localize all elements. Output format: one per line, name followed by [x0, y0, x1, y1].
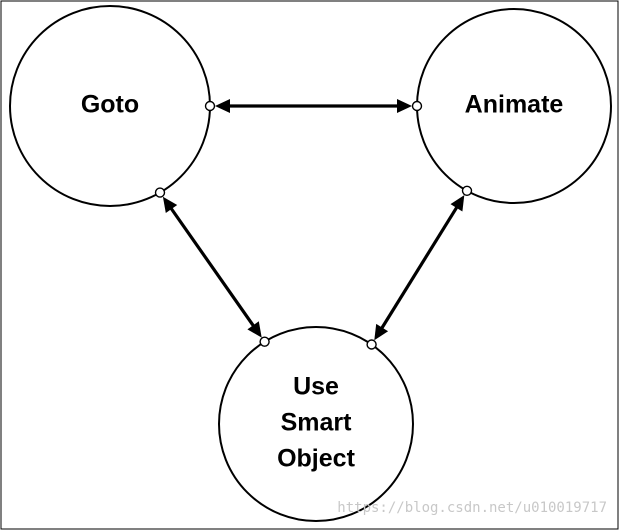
arrowhead-to-goto [162, 196, 178, 213]
edge-line [379, 204, 460, 331]
edge-goto-use-smart-object [162, 196, 262, 338]
arrowhead-to-goto [215, 99, 230, 113]
node-use-smart-object-label-line: Object [277, 445, 355, 473]
ports-layer [154, 100, 473, 350]
node-goto-label-line: Goto [81, 91, 139, 119]
node-animate: Animate [416, 8, 612, 204]
watermark-text: https://blog.csdn.net/u010019717 [337, 500, 607, 516]
edge-line [168, 205, 257, 329]
edge-goto-animate [215, 99, 412, 113]
arrowhead-to-animate [450, 195, 465, 212]
arrowhead-to-use-smart-object [247, 321, 262, 338]
node-use-smart-object-circle [218, 326, 414, 522]
node-use-smart-object-label-line: Smart [281, 409, 353, 437]
node-animate-label-line: Animate [465, 91, 564, 119]
arrowhead-to-animate [397, 99, 412, 113]
arrowhead-to-use-smart-object [374, 323, 389, 341]
port-animate [411, 100, 423, 112]
node-goto: Goto [9, 5, 211, 207]
port-use-smart-object [366, 339, 377, 350]
node-use-smart-object-label-line: Use [293, 373, 339, 401]
port-use-smart-object [259, 336, 270, 347]
port-goto [204, 100, 216, 112]
port-animate [461, 185, 473, 197]
edge-animate-use-smart-object [374, 195, 465, 341]
edges-layer [162, 99, 465, 341]
port-goto [154, 187, 166, 198]
